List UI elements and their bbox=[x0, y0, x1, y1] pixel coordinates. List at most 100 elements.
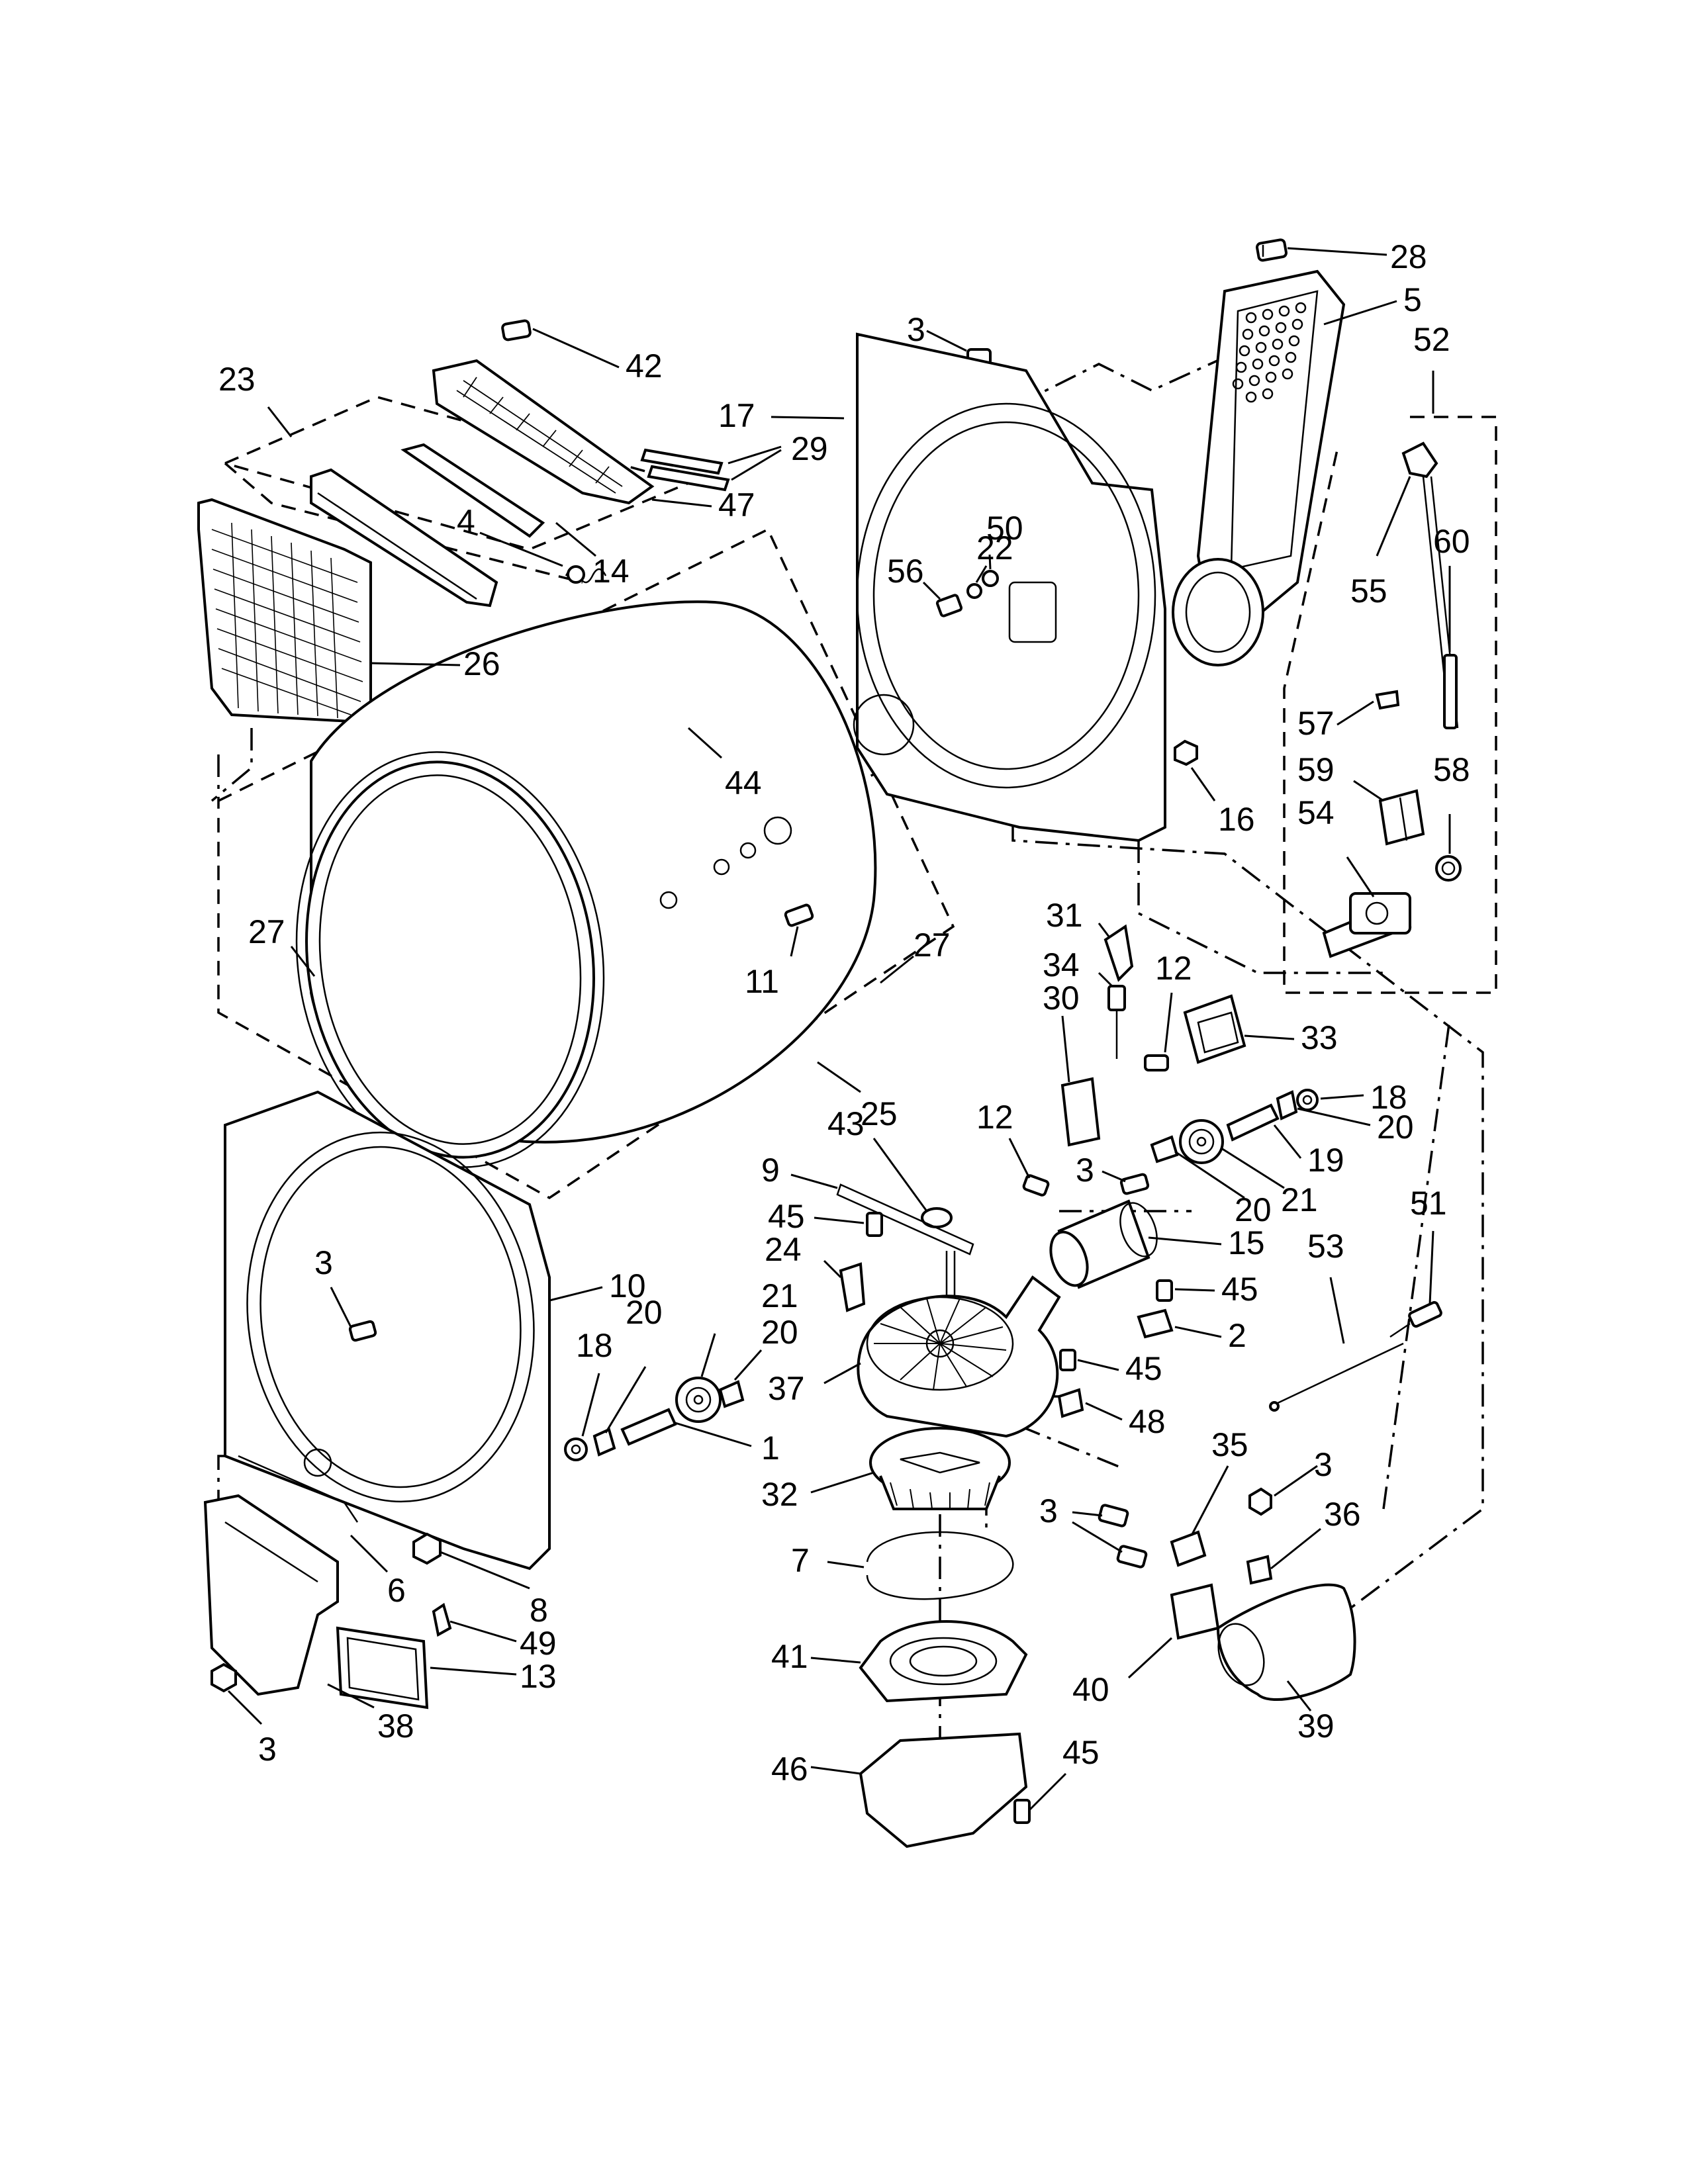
part-35-bracket bbox=[1170, 1530, 1207, 1567]
leader-53 bbox=[1329, 1277, 1345, 1344]
callout-48: 48 bbox=[1129, 1403, 1166, 1440]
part-30-thermistor bbox=[1060, 1077, 1101, 1147]
leader-28 bbox=[1287, 247, 1387, 256]
callout-3: 3 bbox=[907, 311, 925, 348]
part-57-clip bbox=[1375, 690, 1400, 710]
callouts: 28 5 52 3 42 23 17 29 47 4 14 22 50 56 5… bbox=[218, 238, 1470, 1788]
part-36-clip bbox=[1246, 1555, 1273, 1585]
part-48-clip bbox=[1057, 1388, 1084, 1418]
part-50-washer bbox=[982, 570, 999, 587]
part-49-clip bbox=[432, 1602, 452, 1637]
leader-42 bbox=[532, 328, 620, 369]
part-28-screw bbox=[1255, 238, 1288, 262]
callout-5: 5 bbox=[1403, 281, 1422, 318]
callout-3: 3 bbox=[1039, 1492, 1058, 1529]
callout-24: 24 bbox=[765, 1231, 802, 1268]
callout-34: 34 bbox=[1043, 946, 1080, 983]
part-47-lint-grill bbox=[432, 359, 655, 505]
part-24-bracket bbox=[839, 1262, 866, 1312]
part-42-screw bbox=[501, 319, 532, 341]
part-3-screw-left bbox=[348, 1320, 377, 1342]
leader-43 bbox=[872, 1138, 928, 1212]
leader-54 bbox=[1346, 856, 1375, 897]
callout-15: 15 bbox=[1228, 1224, 1265, 1261]
leader-21a bbox=[1221, 1147, 1285, 1189]
callout-42: 42 bbox=[626, 347, 663, 385]
callout-35: 35 bbox=[1211, 1426, 1248, 1463]
part-56-bolt bbox=[935, 594, 963, 617]
leader-41 bbox=[810, 1657, 861, 1664]
leader-34 bbox=[1098, 972, 1113, 987]
leader-47 bbox=[651, 498, 712, 508]
leader-59 bbox=[1353, 780, 1384, 802]
leader-30 bbox=[1061, 1015, 1070, 1083]
callout-29: 29 bbox=[791, 430, 828, 467]
leader-55 bbox=[1376, 476, 1411, 557]
chain-48 bbox=[979, 1408, 1126, 1471]
chain-26b bbox=[211, 728, 253, 802]
part-3-screw-mid bbox=[1119, 1173, 1150, 1195]
part-3-screw-35b bbox=[1116, 1545, 1148, 1569]
callout-3: 3 bbox=[1076, 1152, 1094, 1189]
callout-36: 36 bbox=[1324, 1496, 1361, 1533]
leader-20a bbox=[1297, 1107, 1371, 1126]
leader-29a bbox=[727, 445, 782, 465]
callout-3: 3 bbox=[258, 1731, 277, 1768]
leader-20d bbox=[604, 1366, 647, 1433]
part-2-bracket bbox=[1137, 1308, 1174, 1339]
part-45-screw-c bbox=[1059, 1349, 1076, 1371]
callout-9: 9 bbox=[761, 1152, 780, 1189]
callout-40: 40 bbox=[1072, 1671, 1109, 1708]
part-45-screw-b bbox=[1156, 1279, 1173, 1302]
leader-27a bbox=[290, 946, 316, 977]
leader-46 bbox=[810, 1766, 861, 1775]
leader-49 bbox=[449, 1620, 517, 1643]
callout-56: 56 bbox=[887, 553, 924, 590]
callout-11: 11 bbox=[745, 963, 779, 1000]
leader-3-top bbox=[926, 330, 967, 352]
part-11-screw bbox=[784, 903, 814, 927]
leader-16 bbox=[1190, 767, 1216, 801]
leader-6 bbox=[350, 1534, 389, 1573]
leader-3-35b bbox=[1072, 1521, 1123, 1553]
part-32-blower-wheel bbox=[869, 1427, 1011, 1510]
callout-59: 59 bbox=[1297, 751, 1335, 788]
leader-35 bbox=[1190, 1465, 1229, 1536]
callout-22: 22 bbox=[976, 529, 1013, 567]
leader-38 bbox=[327, 1683, 375, 1709]
leader-9 bbox=[790, 1173, 838, 1189]
callout-30: 30 bbox=[1043, 979, 1080, 1017]
part-13-gasket bbox=[336, 1626, 429, 1709]
callout-39: 39 bbox=[1297, 1707, 1335, 1745]
part-60-tube bbox=[1443, 654, 1458, 729]
callout-25: 25 bbox=[861, 1095, 898, 1132]
callout-45: 45 bbox=[1221, 1271, 1258, 1308]
chain-33 bbox=[1137, 841, 1390, 974]
callout-3: 3 bbox=[1314, 1446, 1333, 1483]
leader-19 bbox=[1273, 1124, 1302, 1159]
part-40-thermal-fuse bbox=[1170, 1583, 1220, 1640]
leader-15 bbox=[1148, 1236, 1222, 1246]
part-54-water-valve bbox=[1322, 892, 1412, 958]
part-26-lint-screen bbox=[197, 498, 372, 723]
leader-lines bbox=[227, 247, 1451, 1811]
leader-20b bbox=[1174, 1150, 1245, 1199]
callout-45: 45 bbox=[768, 1198, 805, 1235]
leader-24 bbox=[823, 1259, 842, 1279]
part-34-sensor bbox=[1107, 985, 1126, 1059]
leader-51 bbox=[1429, 1230, 1434, 1304]
callout-12: 12 bbox=[976, 1099, 1013, 1136]
leader-32 bbox=[810, 1471, 874, 1494]
part-22-washer bbox=[966, 583, 982, 599]
part-15-heater-duct bbox=[1049, 1199, 1158, 1289]
part-38-lint-duct bbox=[203, 1494, 339, 1696]
part-39-heater-cover bbox=[1216, 1583, 1356, 1701]
callout-17: 17 bbox=[718, 397, 755, 434]
callout-41: 41 bbox=[771, 1638, 808, 1675]
leader-10 bbox=[549, 1286, 603, 1302]
callout-53: 53 bbox=[1307, 1228, 1344, 1265]
leader-29b bbox=[731, 449, 782, 481]
leader-48 bbox=[1085, 1402, 1123, 1421]
chain-53 bbox=[1382, 1019, 1451, 1510]
leader-56 bbox=[922, 581, 941, 600]
